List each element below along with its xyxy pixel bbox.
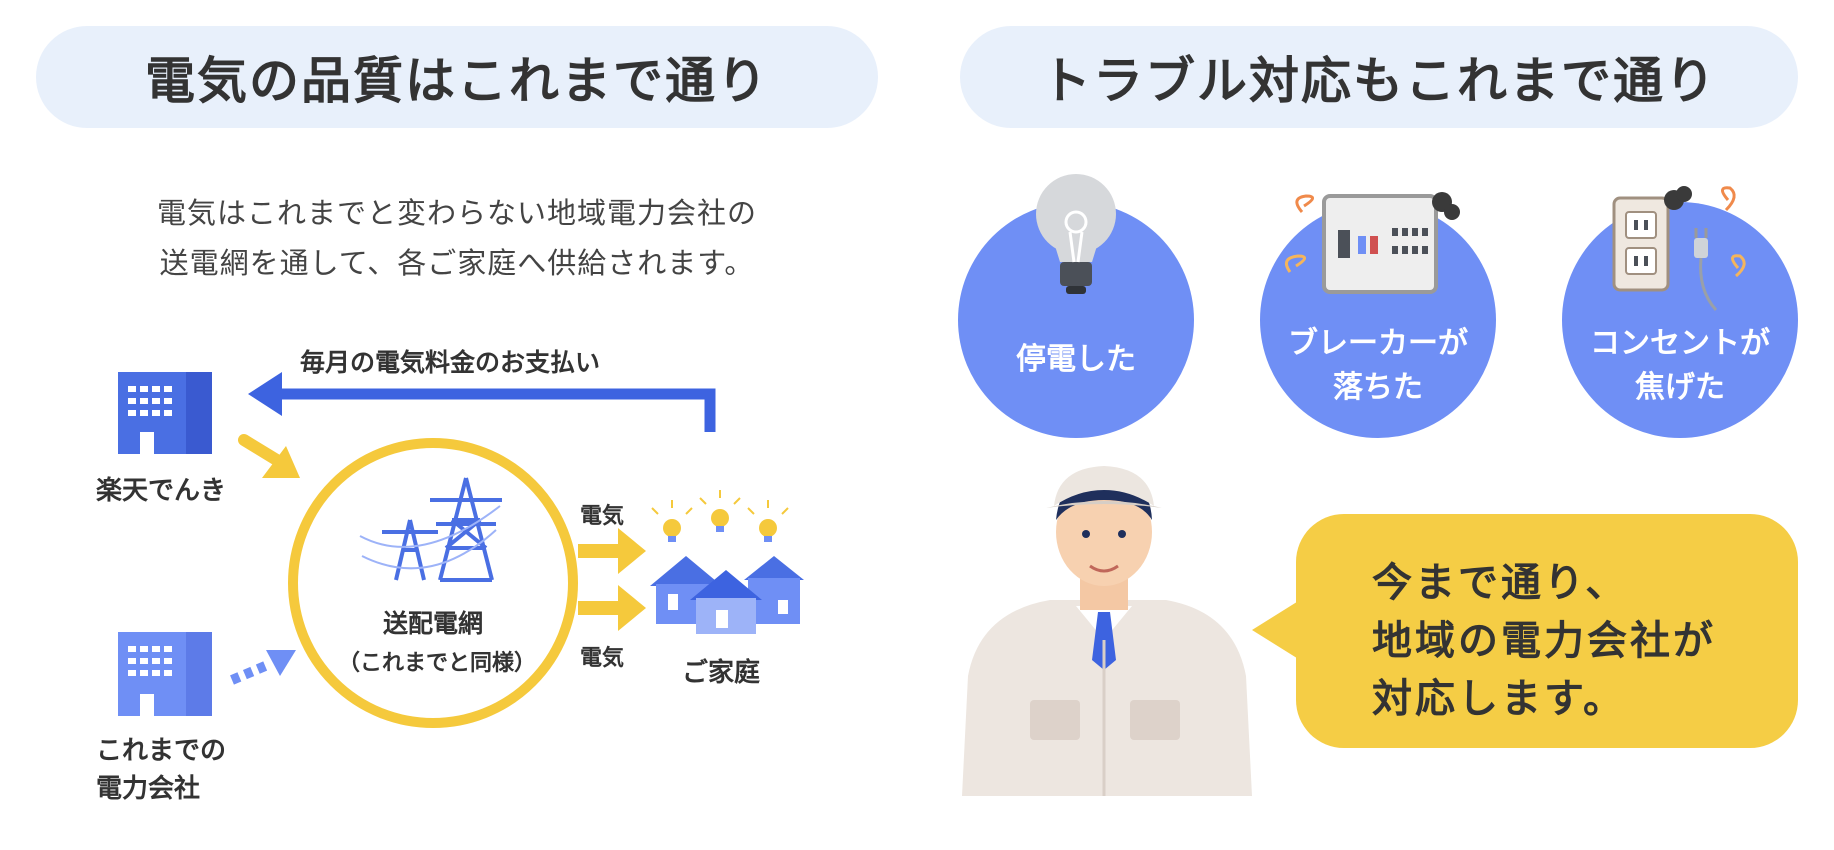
circle-outlet-text: コンセントが 焦げた [1562, 322, 1798, 410]
circle-breaker-line-2: 落ちた [1333, 370, 1423, 405]
description-line-1: 電気はこれまでと変わらない地域電力会社の [156, 196, 757, 230]
circle-outage-line-1: 停電した [1016, 342, 1136, 377]
bubble-line-3: 対応します。 [1372, 676, 1626, 722]
building-icon-rakuten [118, 372, 212, 454]
lightbulb-icons [651, 490, 789, 542]
payment-arrow [248, 372, 716, 432]
speech-bubble [1252, 514, 1798, 748]
title-pill-quality: 電気の品質はこれまで通り [36, 26, 878, 128]
grid-label-line-1: 送配電網 [382, 609, 483, 638]
supply-arrow-rakuten [238, 434, 300, 478]
circle-outlet-line-2: 焦げた [1635, 370, 1725, 405]
grid-ring [288, 438, 578, 728]
lightbulb-icon [1036, 174, 1116, 294]
rakuten-label: 楽天でんき [96, 476, 227, 506]
transmission-tower-icon [382, 477, 502, 582]
breaker-panel-icon [1284, 192, 1460, 294]
electricity-label-top: 電気 [580, 504, 625, 529]
building-icon-old-company [118, 632, 212, 716]
circle-breaker-text: ブレーカーが 落ちた [1260, 322, 1496, 410]
description-line-2: 送電網を通して、各ご家庭へ供給されます。 [159, 246, 755, 280]
power-line-icon [359, 505, 501, 570]
payment-label: 毎月の電気料金のお支払い [300, 348, 601, 377]
electricity-label-bottom: 電気 [580, 646, 625, 671]
title-pill-trouble: トラブル対応もこれまで通り [960, 26, 1798, 128]
old-company-label: これまでの 電力会社 [96, 732, 226, 808]
electricity-arrow-bottom [578, 585, 646, 631]
grid-label: 送配電網 （これまでと同様） [338, 604, 537, 684]
circle-outlet-line-1: コンセントが [1590, 326, 1770, 361]
bubble-line-2: 地域の電力会社が [1372, 618, 1716, 664]
circle-outage [958, 202, 1194, 438]
electricity-arrow-top [578, 528, 646, 574]
bubble-line-1: 今まで通り、 [1372, 560, 1629, 606]
description: 電気はこれまでと変わらない地域電力会社の 送電網を通して、各ご家庭へ供給されます… [36, 188, 878, 288]
grid-label-line-2: （これまでと同様） [338, 651, 537, 676]
worker-illustration [962, 466, 1252, 796]
title-trouble: トラブル対応もこれまで通り [1041, 52, 1717, 110]
old-company-label-line-2: 電力会社 [96, 774, 201, 804]
houses-icon [650, 556, 804, 634]
bubble-text: 今まで通り、 地域の電力会社が 対応します。 [1372, 554, 1716, 728]
outlet-icon [1612, 186, 1746, 312]
circle-breaker-line-1: ブレーカーが [1288, 326, 1468, 361]
title-quality: 電気の品質はこれまで通り [145, 52, 769, 110]
circle-outage-text: 停電した [958, 338, 1194, 382]
home-label: ご家庭 [682, 658, 761, 688]
supply-arrow-old-company [230, 650, 296, 685]
old-company-label-line-1: これまでの [96, 736, 227, 766]
